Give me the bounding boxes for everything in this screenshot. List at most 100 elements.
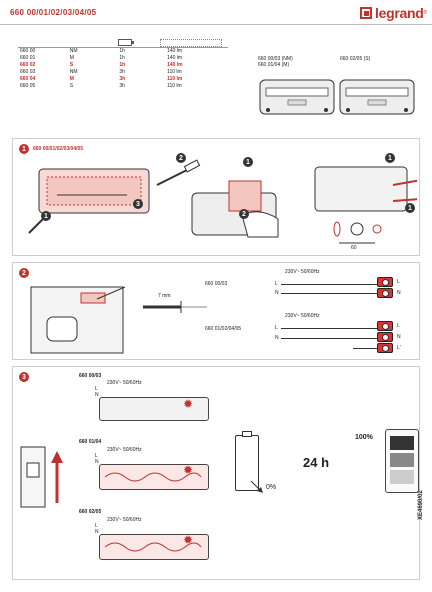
battery-empty-icon [235,431,259,491]
fixing-spacing: 60 [351,245,357,251]
indicator-s-icon: ✹ [183,533,194,547]
model-label-a: 660 00/03 (NM) 660 01/04 (M) [258,56,293,68]
terminal-detail [30,286,126,354]
terminal-l2 [377,343,393,353]
cell-dur: 1h [119,48,125,54]
cell-ref: 660 03 [20,69,36,75]
registered-mark: ® [423,10,428,16]
ref-nm: 660 00/03 [205,281,228,287]
model-label-b: 660 02/05 (S) [340,56,371,62]
strip-length: 7 mm [158,293,171,299]
cell-flux: 110 lm [167,69,182,75]
wire-n [281,293,377,294]
op-supply-s: 230V~ 50/60Hz [107,517,142,523]
battery-icon [118,39,134,46]
substep-badge-7: 1 [405,203,415,213]
terminal-l-label-b: L [397,323,400,329]
mounting-diagram [28,159,417,244]
cell-dur: 3h [119,76,126,82]
cell-flux: 140 lm [167,62,183,68]
op-supply-nm: 230V~ 50/60Hz [107,380,142,386]
op-luminaire-nm [99,397,209,421]
battery-full-icon [385,429,419,493]
document-reference: 660 00/01/02/03/04/05 [10,8,97,17]
table-row: 660 03 NM 3h 110 lm [18,69,228,76]
section-wiring: 2 7 mm 660 00/03 230V~ 50/60Hz L N L N 6… [12,262,420,360]
cell-dur: 3h [119,83,125,89]
luminaire-illustrations [259,79,415,115]
op-ref-m: 660 01/04 [79,439,102,445]
terminal-n-label-b: N [397,334,401,340]
substep-badge-5: 2 [239,209,249,219]
cell-type: M [69,55,74,61]
cell-flux: 140 lm [167,48,183,54]
doc-footer-ref: XE4690/02 [418,490,424,520]
wire-l-label: L [275,281,278,287]
supply-m-s: 230V~ 50/60Hz [285,313,320,319]
charge-max: 100% [355,434,373,441]
wire-n-label-b: N [275,335,279,341]
op-l-m: L [95,453,98,459]
supply-nm: 230V~ 50/60Hz [285,269,320,275]
terminal-l2-label: L' [397,345,401,351]
op-luminaire-m [99,464,209,490]
pointer-arrow [250,480,263,493]
wire-l-label-b: L [275,325,278,331]
substep-badge-4: 1 [243,157,253,167]
ref-m-s: 660 01/02/04/05 [205,326,242,332]
cell-flux: 110 lm [167,76,183,82]
terminal-n-label: N [397,290,401,296]
table-row: 660 01 M 1h 140 lm [18,55,228,62]
op-n-nm: N [95,392,99,398]
op-n-m: N [95,459,99,465]
cell-flux: 140 lm [167,55,183,61]
cell-type: NM [69,48,78,54]
wire-l [281,284,377,285]
cell-type: S [69,62,74,68]
luminaire-s [339,79,415,115]
wire-l2 [353,348,377,349]
cell-ref: 660 04 [20,76,36,82]
table-header [18,38,228,48]
cell-ref: 660 00 [20,48,36,54]
terminal-n [377,288,393,298]
luminaire-nm-m [259,79,335,115]
op-luminaire-s [99,534,209,560]
cell-type: S [69,83,74,89]
section-mounting: 1 660 00/01/02/03/04/05 1 2 3 1 2 1 1 60 [12,138,420,256]
op-supply-m: 230V~ 50/60Hz [107,447,142,453]
terminal-l-label: L [397,279,400,285]
step-2-badge: 2 [19,268,29,278]
op-n-s: N [95,529,99,535]
legrand-logo-mark [360,7,372,19]
substep-badge-6: 1 [385,153,395,163]
terminal-l [377,277,393,287]
op-ref-s: 660 02/05 [79,509,102,515]
op-l-nm: L [95,386,98,392]
cell-dur: 3h [119,69,125,75]
cell-ref: 660 01 [20,55,36,61]
terminal-l-b [377,321,393,331]
section-operation: 3 660 00/03 230V~ 50/60Hz L N ✹ 660 01/0… [12,366,420,580]
charge-duration: 24 h [303,455,330,470]
substep-badge-2: 2 [176,153,186,163]
circuit-breaker [20,446,63,508]
light-beam-icon [160,39,222,47]
table-row: 660 00 NM 1h 140 lm [18,48,228,55]
indicator-nm-icon: ✹ [183,397,194,411]
glow-m [104,472,202,482]
wire-l-b [281,328,377,329]
step-1-badge: 1 [19,144,29,154]
cell-type: NM [69,69,78,75]
model-label-a1: 660 00/03 (NM) [258,56,293,62]
charge-min: 0% [266,484,277,491]
step-3-badge: 3 [19,372,29,382]
header-divider [0,24,432,25]
indicator-m-icon: ✹ [183,463,194,477]
cell-dur: 1h [119,55,125,61]
op-l-s: L [95,523,98,529]
